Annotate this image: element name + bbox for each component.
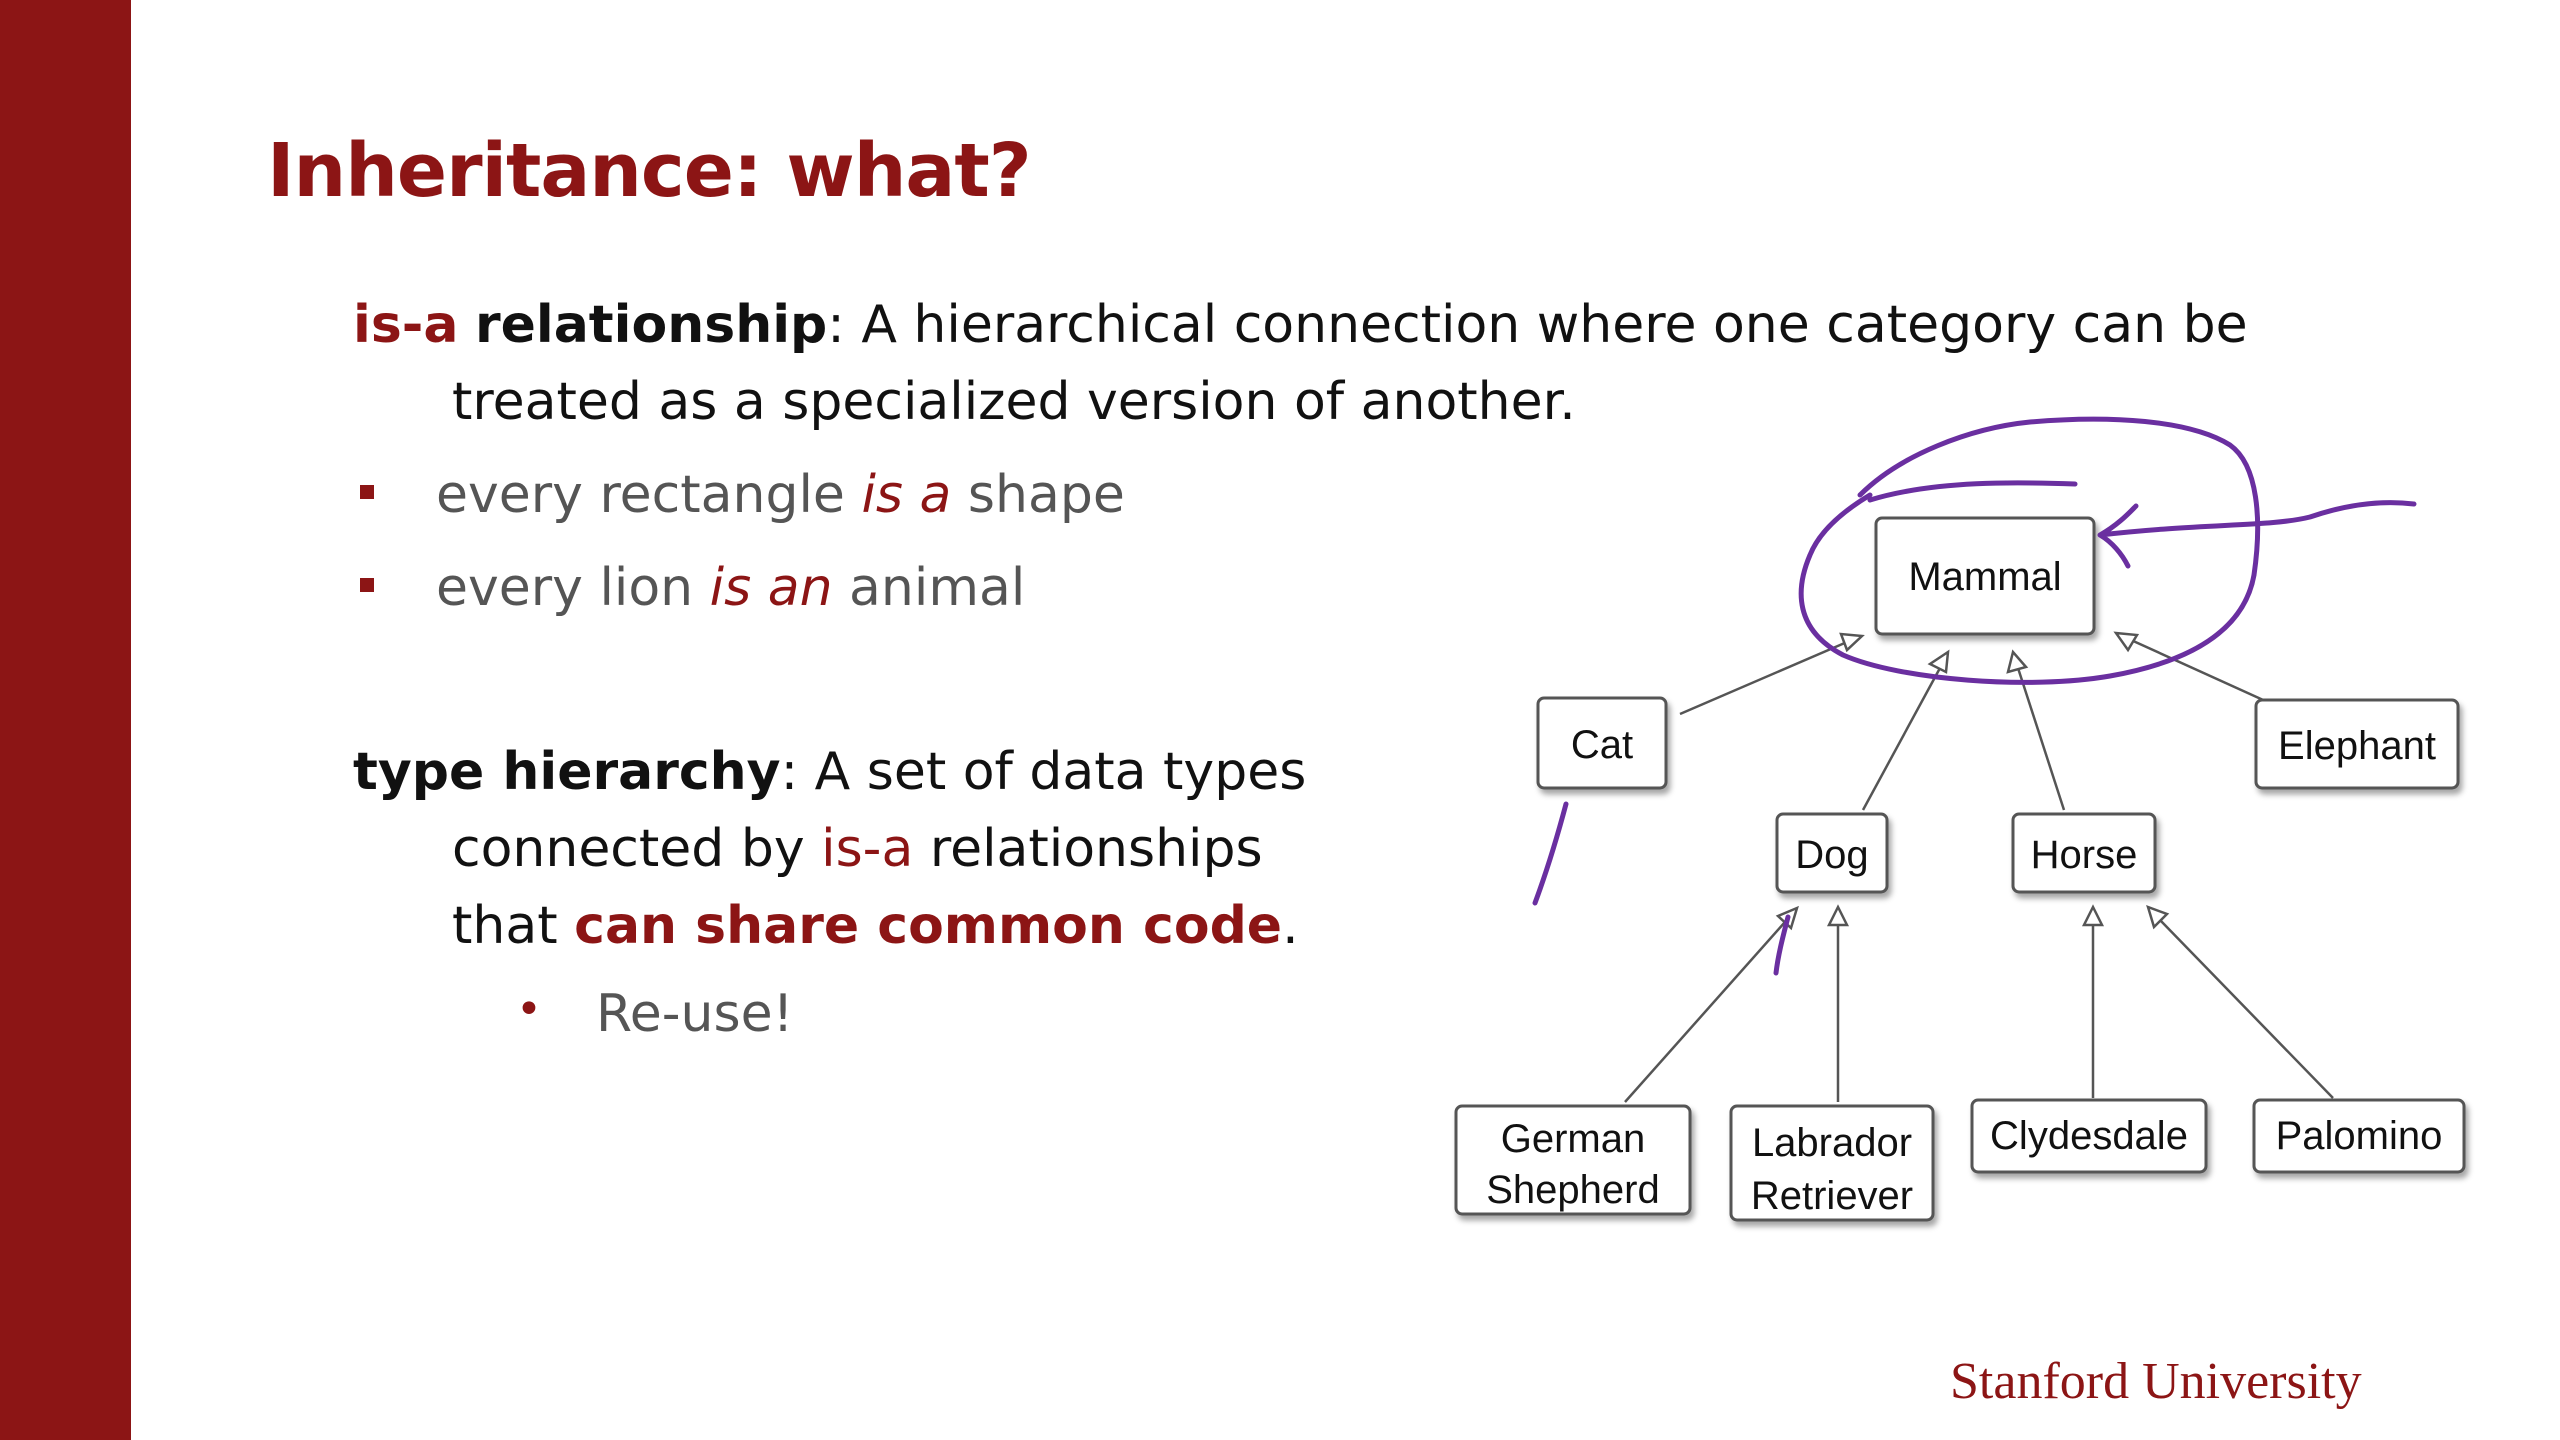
node-clydesdale: Clydesdale (1970, 1098, 2208, 1174)
example-bullet-list: every rectangle is a shape every lion is… (360, 455, 1125, 641)
bullet-emphasis: is an (709, 558, 833, 618)
node-label: Mammal (1908, 555, 2061, 599)
emphasis-share-code: can share common code (574, 896, 1283, 956)
definition-is-a-line2: treated as a specialized version of anot… (452, 372, 1576, 432)
node-label: Elephant (2278, 724, 2436, 768)
edge-palomino-horse (2159, 919, 2334, 1099)
arrowhead-icon (1839, 632, 1865, 653)
stanford-logo: Stanford University (1950, 1353, 2362, 1410)
bullet-text: every lion (436, 558, 710, 618)
node-elephant: Elephant (2254, 698, 2460, 790)
definition-text: . (1282, 896, 1299, 956)
arrowhead-icon (2146, 904, 2170, 930)
node-label: Dog (1795, 833, 1868, 877)
node-palomino: Palomino (2252, 1098, 2466, 1174)
node-label: Horse (2031, 833, 2138, 877)
node-dog: Dog (1775, 812, 1889, 894)
arrowhead-icon (1927, 649, 1950, 674)
node-mammal: Mammal (1874, 516, 2096, 636)
definition-text: : A set of data types (780, 742, 1307, 802)
node-horse: Horse (2011, 812, 2157, 894)
definition-line2: connected by is-a relationships (353, 811, 1453, 888)
edge-horse-mammal (2016, 667, 2066, 811)
definition-text: relationships (913, 819, 1263, 879)
node-label: German (1501, 1117, 1646, 1161)
definition-line3: that can share common code. (353, 888, 1453, 965)
definition-is-a: is-a relationship: A hierarchical connec… (353, 287, 2453, 441)
node-label: Clydesdale (1990, 1114, 2188, 1158)
side-bar (0, 0, 131, 1440)
square-bullet-icon (360, 485, 374, 499)
node-labrador-retriever: Labrador Retriever (1729, 1104, 1935, 1222)
node-label: Palomino (2276, 1114, 2443, 1158)
square-bullet-icon (360, 578, 374, 592)
term-type-hierarchy: type hierarchy (353, 742, 781, 802)
definition-text: connected by (452, 819, 822, 879)
arrowhead-icon (2006, 649, 2029, 674)
bullet-text: animal (832, 558, 1026, 618)
node-label: Shepherd (1486, 1168, 1659, 1212)
node-german-shepherd: German Shepherd (1454, 1104, 1692, 1216)
edge-elephant-mammal (2130, 638, 2273, 706)
edge-shepherd-dog (1624, 921, 1786, 1103)
dot-bullet-icon: • (516, 984, 542, 1035)
arrow-annotation (2097, 500, 2417, 569)
bullet-emphasis: is a (861, 465, 952, 525)
arrowhead-icon (2081, 904, 2105, 927)
arrowhead-icon (2113, 631, 2140, 653)
bullet-rectangle: every rectangle is a shape (360, 455, 1125, 548)
tick-annotation-dog (1773, 914, 1791, 976)
node-label: Labrador (1752, 1121, 1912, 1165)
term-is-a-inline: is-a (821, 819, 914, 879)
sub-bullet-text: Re-use! (596, 984, 794, 1044)
node-label: Cat (1571, 723, 1633, 767)
bullet-text: shape (951, 465, 1125, 525)
slide-title: Inheritance: what? (267, 128, 1032, 214)
definition-text: that (452, 896, 575, 956)
tick-annotation-cat (1532, 801, 1569, 906)
definition-is-a-line1: : A hierarchical connection where one ca… (827, 295, 2248, 355)
term-relationship: relationship (474, 295, 828, 355)
edge-cat-mammal (1679, 640, 1848, 716)
bullet-text: every rectangle (436, 465, 862, 525)
arrowhead-icon (1826, 904, 1850, 927)
bullet-lion: every lion is an animal (360, 548, 1125, 641)
node-label: Retriever (1751, 1174, 1913, 1218)
sub-bullet-reuse: • Re-use! (516, 984, 793, 1044)
edge-dog-mammal (1861, 667, 1942, 811)
definition-type-hierarchy: type hierarchy: A set of data types conn… (353, 734, 1453, 965)
term-is-a: is-a (353, 295, 459, 355)
node-cat: Cat (1536, 696, 1668, 790)
circle-annotation (1798, 416, 2261, 685)
